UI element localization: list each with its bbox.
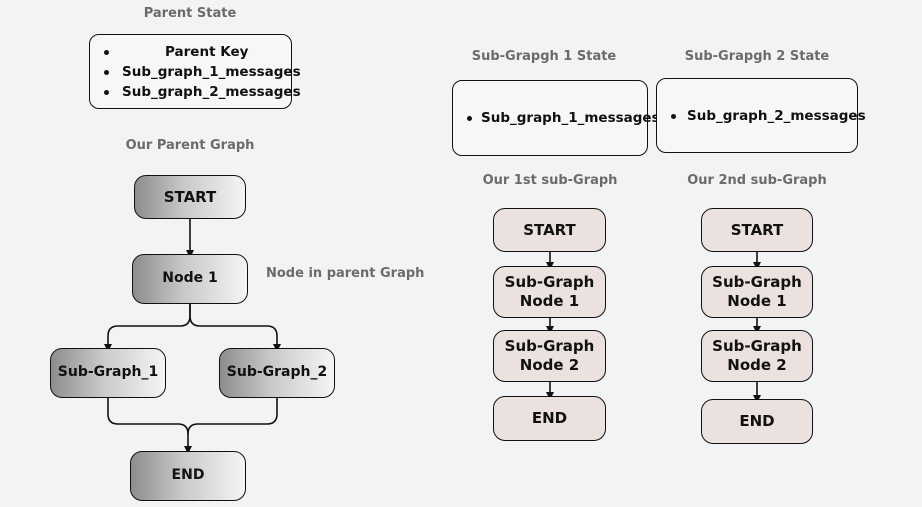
sub-graph-1-node-1: Sub-Graph Node 1 <box>493 266 606 318</box>
sub-graph-1-end-node: END <box>493 396 606 441</box>
parent-end-node: END <box>130 451 246 501</box>
parent-subgraph-2-node: Sub-Graph_2 <box>219 348 335 398</box>
parent-state-item: Sub_graph_2_messages <box>90 82 301 102</box>
parent-state-title: Parent State <box>143 6 237 21</box>
sub-graph-1-title: Our 1st sub-Graph <box>482 173 618 188</box>
sub-graph-2-start-node: START <box>701 208 813 252</box>
sub-graph-2-state-title: Sub-Grapgh 2 State <box>684 49 830 64</box>
sub-graph-2-node-2: Sub-Graph Node 2 <box>701 330 813 382</box>
sub-graph-1-node-2: Sub-Graph Node 2 <box>493 330 606 382</box>
sub-graph-2-node-1: Sub-Graph Node 1 <box>701 266 813 318</box>
sub-graph-1-state-list: Sub_graph_1_messages <box>453 108 660 128</box>
sub-graph-1-state-box: Sub_graph_1_messages <box>452 80 660 156</box>
parent-state-list: Parent Key Sub_graph_1_messages Sub_grap… <box>90 42 301 102</box>
parent-state-item: Parent Key <box>90 42 291 62</box>
sub-graph-2-state-item: Sub_graph_2_messages <box>657 106 866 126</box>
sub-graph-2-state-box: Sub_graph_2_messages <box>656 78 866 153</box>
sub-graph-1-start-node: START <box>493 208 606 252</box>
parent-subgraph-1-node: Sub-Graph_1 <box>50 348 166 398</box>
edge-subgraph2-end <box>187 398 278 435</box>
sub-graph-1-state-item: Sub_graph_1_messages <box>453 108 660 128</box>
node-annotation: Node in parent Graph <box>266 266 425 281</box>
parent-graph-title: Our Parent Graph <box>125 138 255 153</box>
edge-node1-subgraph1 <box>104 304 191 352</box>
parent-state-item: Sub_graph_1_messages <box>90 62 301 82</box>
sub-graph-1-state-title: Sub-Grapgh 1 State <box>471 49 617 64</box>
parent-start-node: START <box>134 175 246 219</box>
edge-node1-subgraph2 <box>189 304 281 352</box>
parent-state-box: Parent Key Sub_graph_1_messages Sub_grap… <box>89 34 301 109</box>
edge-subgraph1-end <box>107 398 192 454</box>
sub-graph-2-title: Our 2nd sub-Graph <box>687 173 827 188</box>
sub-graph-2-end-node: END <box>701 399 813 444</box>
sub-graph-2-state-list: Sub_graph_2_messages <box>657 106 866 126</box>
parent-node-1: Node 1 <box>132 254 248 304</box>
